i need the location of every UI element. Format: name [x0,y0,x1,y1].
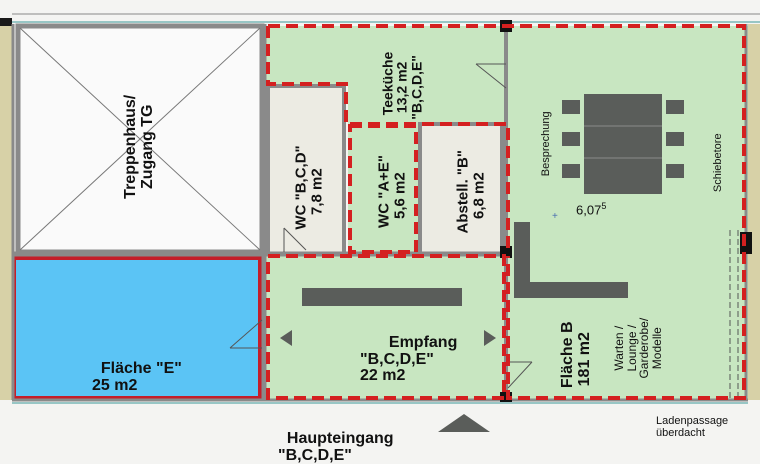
empfang-name: Empfang [388,333,458,351]
chair [666,164,684,178]
reception-desk [302,288,462,306]
dimension-label: 6,075 [576,201,607,218]
flaeche-b-usage: Warten / Lounge / Garderobe/ Modelle [611,298,664,398]
haupteingang-label: Haupteingang"B,C,D,E" [278,414,394,464]
door-swing [475,63,507,89]
haupteingang-text: Haupteingang [286,429,394,447]
ladenpassage-label: Ladenpassage überdacht [656,415,729,439]
flaeche-b-area-text: 181 m2 [575,332,593,387]
teekueche-area [266,26,506,84]
dimension-cross: + [552,211,558,222]
entrance-arrow-icon [438,414,490,432]
counter-horizontal [514,282,628,298]
empfang-area [266,256,506,400]
column-top-left [0,18,12,26]
teekueche-name: Teeküche [379,51,396,116]
stairwell-diagonal-2 [19,27,261,251]
flaeche-b-name: Fläche B [558,321,576,389]
schiebetore-label: Schiebetore [712,121,725,205]
empfang-label: Empfang"B,C,D,E"22 m2 [360,318,470,385]
schiebetore-text: Schiebetore [712,133,725,193]
wc-ae-label: WC "A+E"5,6 m2 [360,136,408,256]
ladenpassage-text: Ladenpassage überdacht [656,415,729,439]
teekueche-lower [348,84,506,124]
arrow-right-icon [484,330,496,346]
door-swing [229,319,263,349]
flaeche-b-area [506,254,748,400]
counter-vertical [514,222,530,298]
right-exterior-strip [748,0,760,400]
dimension-sup: 5 [601,201,607,211]
flaeche-e-label: Fläche "E"25 m2 [70,344,232,394]
chair [666,132,684,146]
flaeche-b-usage-text: Warten / Lounge / Garderobe/ Modelle [611,317,664,379]
abstell-area [418,122,504,256]
wc-ae-name: WC "A+E" [375,154,393,228]
chair [562,132,580,146]
dimension-value: 6,07 [576,202,602,218]
wc-bcd-area-text: 7,8 m2 [307,168,325,215]
meeting-table [584,94,662,194]
chair [562,100,580,114]
teekueche-area-text: 13,2 m2 [394,61,410,114]
stairwell-name: Treppenhaus/ Zugang TG [122,94,156,199]
top-facade [0,0,760,24]
besprechung-label: Besprechung [540,102,553,186]
besprechung-text: Besprechung [540,111,553,177]
flaeche-e-name: Fläche "E" [100,359,182,377]
wc-bcd-label: WC "B,C,D"7,8 m2 [277,127,325,257]
chair [666,100,684,114]
chair [562,164,580,178]
wc-bcd-area [266,84,346,256]
wc-ae-area [348,124,418,252]
boundary-lines [266,24,746,400]
abstell-label: Abstell. "B"6,8 m2 [439,131,487,261]
abstell-area-text: 6,8 m2 [469,172,487,219]
wc-bcd-name: WC "B,C,D" [292,145,310,230]
flaeche-e-area-text: 25 m2 [92,376,138,394]
abstell-name: Abstell. "B" [454,150,472,234]
empfang-area-text: 22 m2 [360,367,406,385]
empfang-users: "B,C,D,E" [360,350,434,368]
wc-ae-area-text: 5,6 m2 [390,172,408,219]
arrow-left-icon [280,330,292,346]
door-swing [507,361,533,389]
door-swing [283,227,307,252]
stairwell-label: Treppenhaus/ Zugang TG [122,77,157,217]
left-exterior-strip [0,0,12,400]
teekueche-users: "B,C,D,E" [408,55,425,120]
haupteingang-users: "B,C,D,E" [278,446,352,464]
